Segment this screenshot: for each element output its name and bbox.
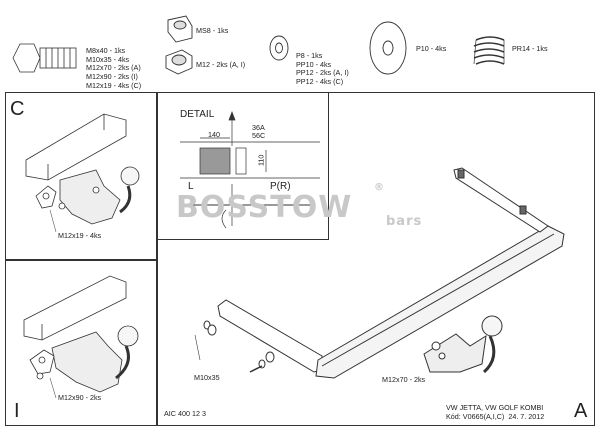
main-bolt-m10-label: M10x35 xyxy=(194,373,220,382)
brand-watermark-reg: ® xyxy=(374,182,385,193)
detail-dim-36: 36A xyxy=(252,123,265,132)
small-washer-drawing xyxy=(269,35,289,61)
towbar-drawing xyxy=(194,167,565,379)
bolt-drawing xyxy=(12,43,77,73)
nut-m12-drawing xyxy=(165,49,193,75)
detail-frame xyxy=(157,92,329,240)
panel-c-bolt-label: M12x19 - 4ks xyxy=(58,231,102,240)
panel-c-letter: C xyxy=(10,98,25,120)
detail-dim-140: 140 xyxy=(208,130,220,139)
panel-c-drawing xyxy=(25,113,140,233)
spring-washer-label: PR14 - 1ks xyxy=(512,44,548,53)
drawing-code: AIC 400 12 3 xyxy=(164,409,206,418)
detail-title: DETAIL xyxy=(180,109,215,120)
detail-label-p: P(R) xyxy=(270,181,291,192)
main-bolt-m12-label: M12x70 - 2ks xyxy=(382,375,426,384)
nut-m12-label: M12 - 2ks (A, I) xyxy=(196,60,246,69)
vehicle-label: VW JETTA, VW GOLF KOMBI xyxy=(446,403,544,412)
detail-label-l: L xyxy=(188,181,194,192)
large-washer-label: P10 - 4ks xyxy=(416,44,447,53)
detail-drawing xyxy=(180,111,320,229)
detail-dim-56: 56C xyxy=(252,131,266,140)
panel-a-letter: A xyxy=(574,400,588,422)
nut-ms8-label: MS8 - 1ks xyxy=(196,26,229,35)
kod-label: Kód: V0665(A,I,C) 24. 7. 2012 xyxy=(446,412,545,421)
detail-dim-110: 110 xyxy=(256,154,266,167)
panel-i-drawing xyxy=(23,275,139,399)
panel-c-frame xyxy=(5,92,157,260)
panel-a-frame xyxy=(157,92,595,426)
panel-i-frame xyxy=(5,260,157,426)
nut-ms8-drawing xyxy=(167,15,193,43)
brand-watermark-suffix: bars xyxy=(386,214,423,229)
brand-watermark: BOSSTOW xyxy=(176,190,353,225)
panel-i-letter: I xyxy=(14,400,20,422)
large-washer-drawing xyxy=(369,21,407,75)
spring-washer-drawing xyxy=(473,36,505,65)
panel-i-bolt-label: M12x90 - 2ks xyxy=(58,393,102,402)
